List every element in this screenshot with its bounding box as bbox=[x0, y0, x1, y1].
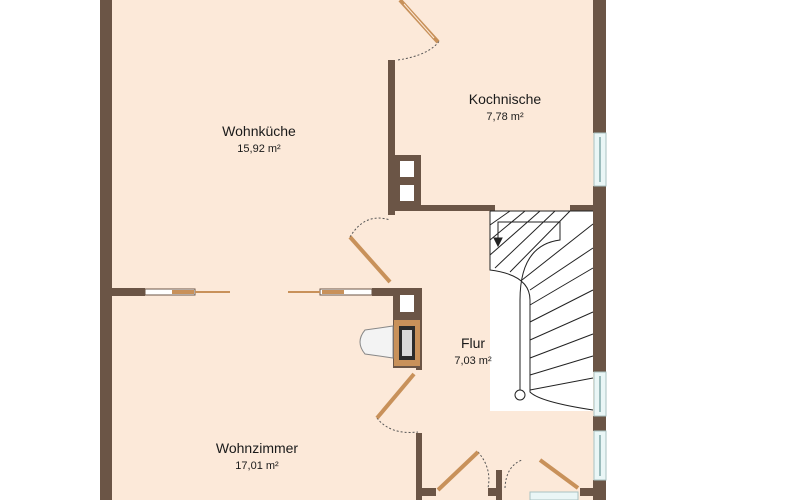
room-area-kochnische: 7,78 m² bbox=[486, 111, 524, 123]
sliding-door-right-leaf bbox=[322, 290, 344, 294]
room-name-wohnkueche: Wohnküche bbox=[222, 123, 296, 139]
wall-kueche-koch-mid bbox=[388, 155, 395, 215]
shafts bbox=[359, 155, 421, 368]
room-area-wohnkueche: 15,92 m² bbox=[237, 143, 281, 155]
door-swing-bottom-2 bbox=[504, 459, 523, 489]
room-name-wohnzimmer: Wohnzimmer bbox=[216, 440, 299, 456]
stair-step bbox=[529, 377, 594, 391]
sliding-door-left-leaf bbox=[172, 290, 194, 294]
wall-small-divider bbox=[496, 470, 502, 500]
window-bottom bbox=[529, 491, 579, 500]
stair-outline bbox=[489, 211, 594, 411]
door-leaf-kueche-flur bbox=[348, 235, 392, 284]
room-labels: Wohnküche 15,92 m² Kochnische 7,78 m² Fl… bbox=[216, 91, 541, 472]
stair-walk-line bbox=[497, 221, 561, 395]
shaft-lower-hole bbox=[400, 295, 414, 312]
wall-bottom-mid bbox=[488, 488, 498, 496]
shaft-upper-hole-2 bbox=[400, 185, 414, 201]
shaft-upper-hole-1 bbox=[400, 161, 414, 177]
floor-kochnische bbox=[390, 0, 595, 207]
stair-step bbox=[489, 210, 541, 256]
floor-wohnkueche bbox=[110, 0, 390, 292]
stair-step bbox=[509, 210, 571, 273]
staircase bbox=[489, 210, 594, 411]
stair-step bbox=[529, 289, 594, 323]
door-leaf-bottom-1 bbox=[436, 450, 480, 492]
wall-right-outer bbox=[593, 0, 606, 133]
stair-step bbox=[529, 267, 594, 306]
sliding-doors bbox=[144, 288, 373, 296]
walls bbox=[100, 0, 606, 500]
wall-koch-flur-right bbox=[570, 205, 598, 211]
door-swing-flur-wohn bbox=[376, 417, 419, 433]
wall-right-outer bbox=[593, 416, 606, 431]
stair-arrow-icon bbox=[493, 237, 503, 248]
stair-step bbox=[529, 311, 594, 341]
door-leaf-flur-wohn bbox=[375, 372, 416, 420]
wall-left-outer bbox=[100, 0, 112, 500]
room-name-kochnische: Kochnische bbox=[469, 91, 542, 107]
stair-step bbox=[529, 247, 594, 291]
floor-wohnzimmer bbox=[110, 292, 420, 500]
room-name-flur: Flur bbox=[461, 335, 485, 351]
wall-kueche-koch-upper bbox=[388, 60, 395, 155]
door-leaf-inner bbox=[403, 3, 435, 39]
stair-step bbox=[489, 210, 526, 241]
wall-right-outer bbox=[593, 186, 606, 372]
stair-step bbox=[494, 210, 556, 269]
stair-start-circle bbox=[514, 389, 526, 401]
stair-step bbox=[521, 223, 594, 281]
door-swing-top bbox=[397, 39, 441, 61]
stair-step bbox=[529, 355, 594, 376]
wall-kueche-wohn-left bbox=[112, 288, 145, 296]
wall-bottom-left bbox=[416, 488, 436, 496]
stove-inner-core bbox=[402, 330, 412, 356]
wall-flur-wohn-lower bbox=[416, 433, 422, 500]
stove-hearth bbox=[359, 325, 394, 359]
windows bbox=[529, 132, 607, 500]
stair-bg bbox=[490, 211, 593, 411]
room-area-wohnzimmer: 17,01 m² bbox=[235, 460, 279, 472]
door-swing-kueche-flur bbox=[349, 217, 391, 238]
door-leaf-bottom-2 bbox=[538, 458, 580, 490]
stair-step bbox=[529, 333, 594, 359]
wall-koch-flur bbox=[388, 205, 495, 211]
swing-doors bbox=[348, 0, 580, 492]
room-area-flur: 7,03 m² bbox=[454, 355, 492, 367]
wall-kueche-wohn-right bbox=[372, 288, 396, 296]
wall-bottom-right bbox=[580, 488, 600, 496]
stair-step bbox=[489, 210, 511, 226]
